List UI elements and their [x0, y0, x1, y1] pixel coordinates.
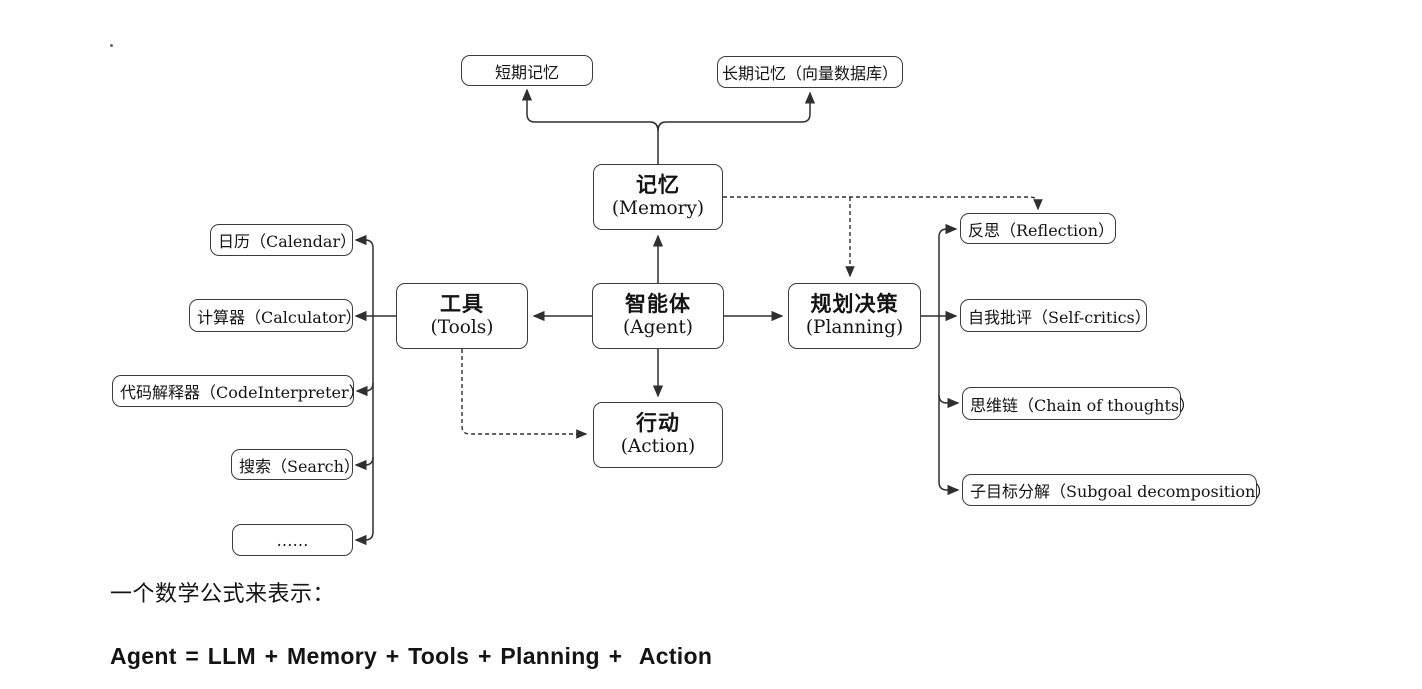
node-agent: 智能体 (Agent) [592, 283, 724, 349]
solid-connectors [354, 88, 960, 546]
node-short-term-memory: 短期记忆 [461, 55, 593, 86]
edge-tools-search [354, 456, 374, 471]
edge-memory-short-term [521, 88, 659, 132]
node-tool-codeinterpreter-label: 代码解释器（CodeInterpreter） [120, 383, 365, 402]
node-memory-label-zh: 记忆 [636, 174, 680, 198]
edge-memory-long-term [657, 91, 816, 132]
edge-planning-subgoal [938, 481, 960, 496]
node-planning-chain-of-thoughts: 思维链（Chain of thoughts） [962, 387, 1195, 420]
node-agent-label-en: (Agent) [623, 317, 693, 339]
edge-tools-ellipsis [354, 531, 374, 546]
node-planning-chain-of-thoughts-label: 思维链（Chain of thoughts） [970, 395, 1196, 415]
node-tool-search: 搜索（Search） [231, 449, 360, 480]
node-action-label-zh: 行动 [636, 412, 680, 436]
edge-memory-reflection-dashed [723, 196, 1043, 211]
node-tools: 工具 (Tools) [396, 283, 528, 349]
edge-tools-calendar [354, 234, 374, 249]
caption-formula: Agent = LLM + Memory + Tools + Planning … [110, 643, 713, 669]
dashed-connectors [461, 196, 1043, 439]
node-tool-search-label: 搜索（Search） [239, 456, 360, 476]
edge-planning-chain [938, 394, 960, 409]
node-planning-selfcritics-label: 自我批评（Self-critics） [968, 307, 1151, 327]
node-memory: 记忆 (Memory) [593, 164, 723, 230]
stray-dot-artifact [110, 44, 113, 47]
node-tool-calculator-label: 计算器（Calculator） [197, 307, 362, 327]
node-short-term-memory-label: 短期记忆 [494, 62, 559, 82]
node-tools-label-en: (Tools) [430, 317, 494, 339]
node-planning-label-zh: 规划决策 [810, 293, 899, 317]
caption-intro: 一个数学公式来表示： [110, 581, 336, 606]
node-tool-ellipsis: …… [232, 524, 353, 556]
node-tool-calendar: 日历（Calendar） [210, 224, 357, 256]
node-tool-calculator: 计算器（Calculator） [189, 299, 362, 332]
node-tools-label-zh: 工具 [440, 293, 484, 317]
node-action: 行动 (Action) [593, 402, 723, 468]
node-tool-ellipsis-label: …… [276, 530, 309, 550]
node-planning-selfcritics: 自我批评（Self-critics） [960, 299, 1151, 332]
node-agent-label-zh: 智能体 [625, 293, 691, 317]
node-tool-calendar-label: 日历（Calendar） [218, 232, 357, 251]
node-planning-subgoal-decomposition-label: 子目标分解（Subgoal decomposition） [970, 482, 1272, 501]
node-planning: 规划决策 (Planning) [788, 283, 921, 349]
node-planning-reflection: 反思（Reflection） [960, 213, 1116, 244]
node-tool-codeinterpreter: 代码解释器（CodeInterpreter） [112, 375, 365, 407]
node-planning-subgoal-decomposition: 子目标分解（Subgoal decomposition） [962, 474, 1271, 506]
edge-tools-codeinterpreter [355, 382, 374, 397]
node-long-term-memory-label: 长期记忆（向量数据库） [722, 64, 899, 83]
edge-tools-action-dashed [461, 349, 588, 439]
node-action-label-en: (Action) [620, 436, 696, 458]
edge-planning-reflection [938, 223, 958, 238]
node-long-term-memory: 长期记忆（向量数据库） [717, 56, 903, 88]
node-planning-label-en: (Planning) [805, 317, 904, 339]
node-memory-label-en: (Memory) [611, 198, 705, 220]
node-planning-reflection-label: 反思（Reflection） [968, 220, 1115, 240]
